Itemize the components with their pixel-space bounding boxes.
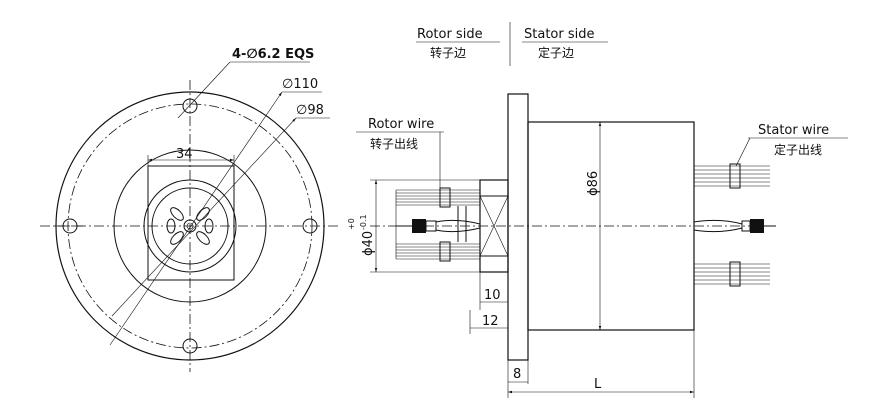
dim-12: 12 (482, 314, 499, 329)
stator-wire-cn: 定子出线 (774, 142, 822, 157)
rotor-square (147, 165, 235, 281)
rotor-side-label: Rotor side (417, 27, 483, 42)
stator-side-label: Stator side (524, 27, 594, 42)
stator-wire-label: Stator wire (758, 123, 829, 138)
rotor-wire-label: Rotor wire (368, 117, 434, 132)
rotor-wires (395, 187, 481, 262)
rotor-side-cn: 转子边 (430, 45, 466, 60)
stator-wires (693, 163, 776, 287)
dim-d40: ϕ40 (361, 231, 376, 256)
dim-holes: 4-∅6.2 EQS (232, 47, 314, 62)
dim-L: L (594, 377, 602, 392)
dim-d98: ∅98 (296, 103, 324, 118)
front-view: 34 4-∅6.2 EQS ∅110 ∅98 (40, 47, 340, 372)
dim-10: 10 (484, 288, 501, 303)
dim-34: 34 (176, 147, 193, 162)
stator-side-cn: 定子边 (538, 45, 574, 60)
dim-d86: ϕ86 (586, 171, 601, 196)
stator-coax-connector (750, 219, 764, 233)
dim-d40-lower: -0.1 (359, 214, 368, 230)
dim-d40-upper: +0 (347, 218, 356, 230)
rotor-coax-connector (412, 219, 426, 233)
dim-d110: ∅110 (282, 77, 318, 92)
side-view: Rotor side 转子边 Stator side 定子边 (347, 22, 848, 398)
dim-8: 8 (513, 367, 521, 382)
rotor-wire-cn: 转子出线 (370, 136, 418, 151)
flange (507, 93, 529, 361)
